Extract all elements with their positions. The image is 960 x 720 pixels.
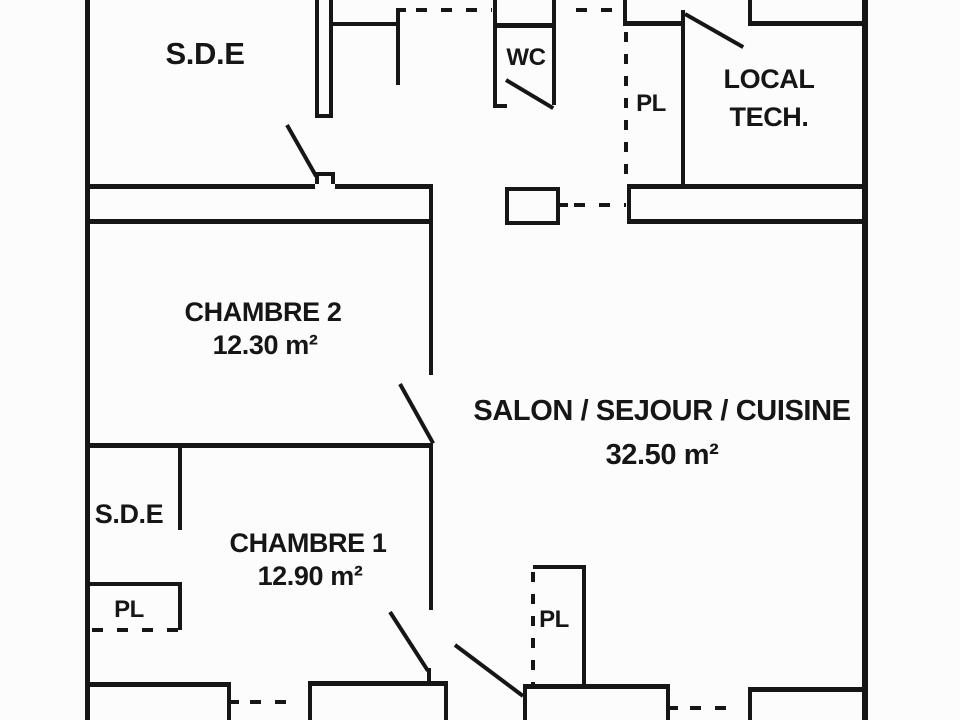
dashed-window-1	[250, 700, 300, 704]
dashed-opening-top-right	[576, 8, 622, 12]
wall-band-left-bottom	[88, 219, 433, 224]
room-label-pl-top: PL	[636, 90, 666, 117]
room-area-chambre2: 12.30 m²	[212, 330, 318, 360]
wall-wc-stub-left	[493, 0, 497, 27]
room-label-salon: SALON / SEJOUR / CUISINE	[473, 395, 851, 427]
wall-exterior-left	[85, 0, 90, 720]
wall-band-right-bottom	[627, 219, 862, 224]
window-bay-1-top	[88, 682, 231, 687]
door-local-tech	[684, 12, 745, 49]
wall-tick-fixture	[560, 203, 568, 207]
wall-sde-bottom-divider	[178, 448, 182, 530]
wall-chambre1-right	[429, 448, 433, 610]
window-bay-3-left	[523, 689, 527, 720]
wall-jamb-top	[315, 172, 335, 176]
wall-wc-top	[493, 23, 556, 28]
wall-pl-salon-top	[533, 565, 586, 569]
dashed-pl-top-front	[624, 32, 628, 182]
dashed-pl-bottom-front	[92, 628, 180, 632]
wall-wc-stub-right	[552, 0, 556, 27]
room-area-salon: 32.50 m²	[605, 439, 719, 471]
wall-wc-right	[552, 28, 556, 105]
room-label-wc: WC	[506, 44, 546, 71]
wall-tick-shower	[396, 8, 406, 12]
wall-tick-bay-1	[231, 700, 239, 704]
door-wc	[504, 78, 555, 110]
wall-jamb-left	[315, 172, 319, 184]
wall-band-left-top-a	[88, 184, 315, 189]
wall-localtech-stub	[748, 0, 752, 25]
window-bay-2-left	[308, 686, 312, 720]
dashed-hall-link	[574, 203, 626, 207]
wall-wc-left	[493, 28, 497, 108]
wall-band-right-cap	[627, 184, 631, 224]
wall-stub-sde-shower	[315, 0, 333, 118]
door-chambre2	[398, 383, 435, 445]
wall-pl-top	[623, 21, 685, 26]
wall-door-chambre1-jog	[427, 668, 431, 684]
wall-localtech-top	[748, 21, 862, 26]
room-label-sde-bottom: S.D.E	[94, 499, 164, 529]
room-label-pl-bottom: PL	[114, 596, 144, 623]
wall-chambre1-top	[88, 443, 433, 448]
window-bay-2-top	[308, 681, 448, 686]
wall-pl-salon-right	[582, 569, 586, 685]
window-bay-4-left	[748, 692, 752, 720]
wall-shower-top	[331, 22, 400, 26]
wall-exterior-right	[862, 0, 868, 720]
wall-band-right-top	[627, 184, 862, 189]
local-tech-line1: LOCAL	[723, 64, 815, 94]
wall-chambre2-right	[429, 224, 433, 375]
wall-pl-bottom-right	[178, 582, 182, 630]
wall-localtech-left	[681, 10, 685, 189]
room-area-chambre1: 12.90 m²	[257, 561, 363, 591]
wall-shower-right	[396, 8, 400, 85]
wall-pl-top-stub	[623, 0, 627, 25]
hall-fixture-block	[505, 187, 560, 225]
dashed-window-3	[690, 706, 738, 710]
window-bay-3-right	[666, 689, 670, 720]
wall-jamb-right	[331, 172, 335, 184]
room-label-pl-salon: PL	[539, 606, 569, 633]
wall-tick-bay-3	[670, 706, 678, 710]
room-label-sde-top: S.D.E	[165, 36, 245, 71]
wall-pl-bottom-top	[88, 582, 182, 586]
door-sde-top	[285, 124, 318, 178]
room-label-chambre1: CHAMBRE 1	[229, 528, 387, 558]
wall-band-left-cap	[429, 184, 433, 224]
dashed-opening-top-left	[416, 8, 492, 12]
wall-band-left-top-b	[335, 184, 433, 189]
window-bay-4-top	[748, 687, 862, 692]
dashed-pl-salon-front	[531, 572, 535, 685]
local-tech-line2: TECH.	[729, 102, 809, 132]
room-label-local-tech: LOCAL TECH.	[724, 60, 815, 136]
window-bay-1-right	[227, 687, 231, 720]
window-bay-3-top	[523, 684, 670, 689]
window-bay-2-right	[444, 686, 448, 720]
door-entrance	[453, 643, 525, 698]
wall-wc-left-tick	[493, 104, 507, 108]
door-chambre1	[388, 610, 430, 672]
room-label-chambre2: CHAMBRE 2	[184, 297, 342, 327]
